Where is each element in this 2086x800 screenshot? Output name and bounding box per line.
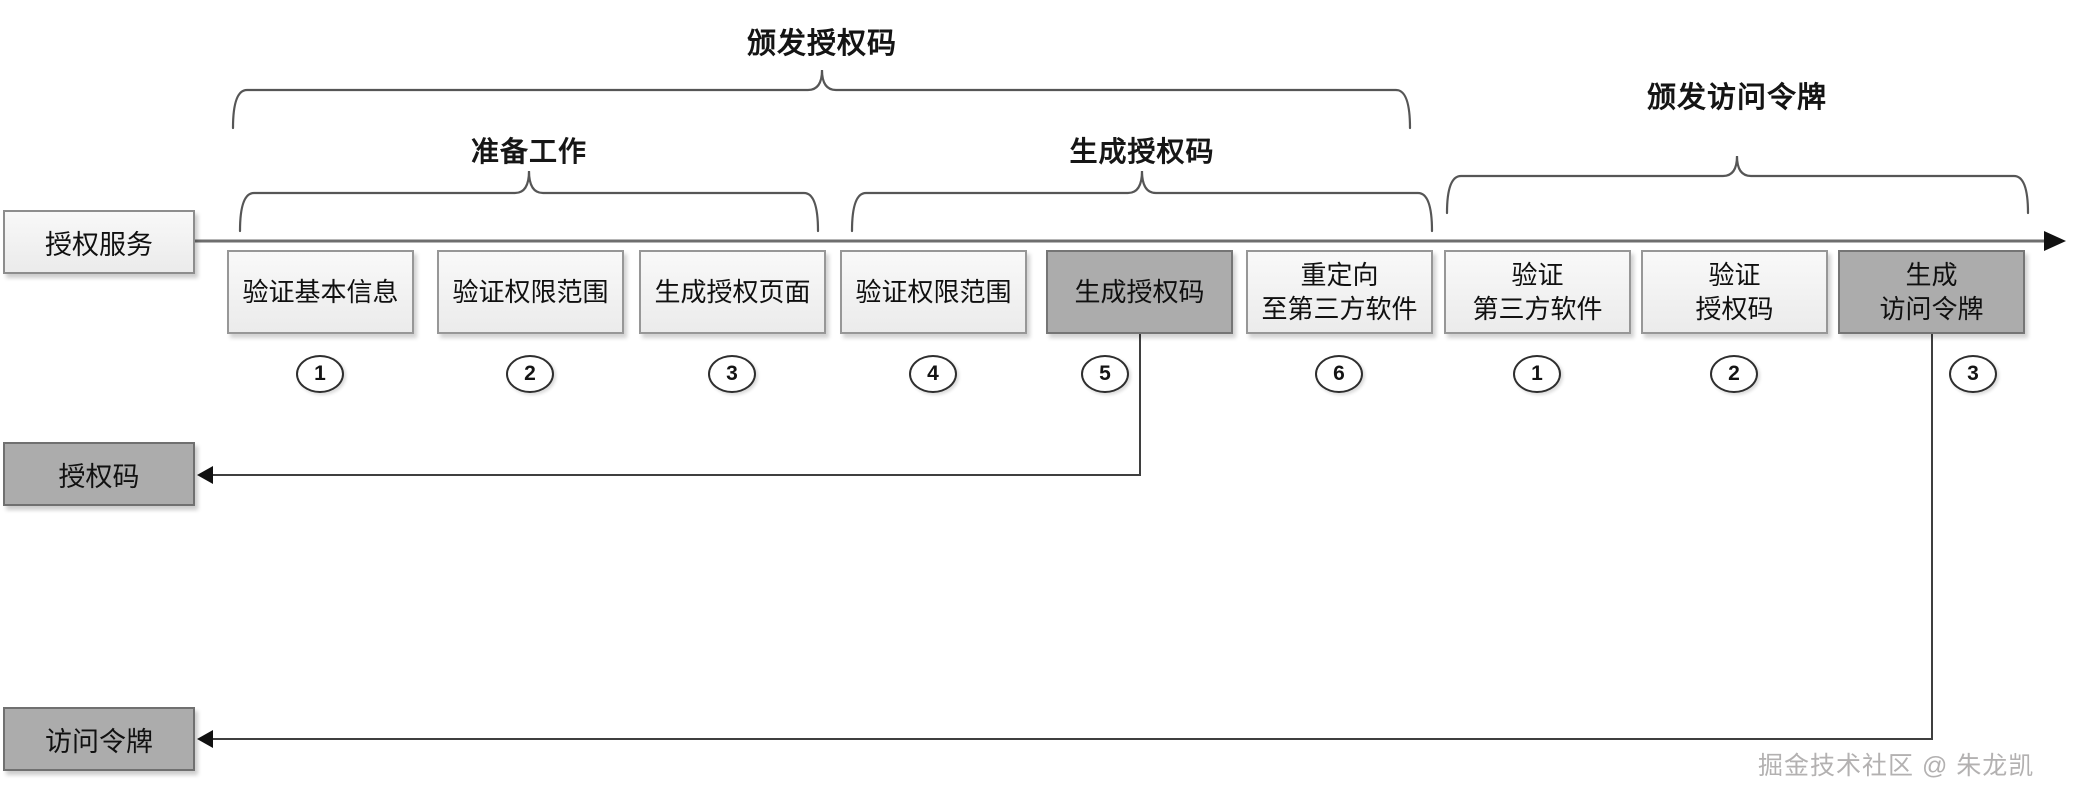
step-generate-auth-page: 生成授权页面 xyxy=(639,250,826,334)
step-verify-basic-info: 验证基本信息 xyxy=(227,250,414,334)
brace-generate-code xyxy=(850,170,1434,233)
lane-access-token-label: 访问令牌 xyxy=(45,726,153,757)
brace-issue-auth-code xyxy=(231,69,1412,130)
access-token-arrowhead-icon xyxy=(197,730,213,748)
step-number-2: 2 xyxy=(506,355,554,393)
title-issue-access-token: 颁发访问令牌 xyxy=(1646,82,1827,114)
step-generate-auth-code: 生成授权码 xyxy=(1046,250,1233,334)
step-number-3: 3 xyxy=(708,355,756,393)
label-preparation: 准备工作 xyxy=(470,136,587,167)
brace-preparation xyxy=(238,170,820,233)
title-issue-auth-code: 颁发授权码 xyxy=(746,28,897,60)
step-number-1: 1 xyxy=(296,355,344,393)
step-verify-permission-scope-2: 验证权限范围 xyxy=(840,250,1027,334)
feedback-line-auth-code xyxy=(213,334,1141,476)
auth-code-arrowhead-icon xyxy=(197,466,213,484)
step-number-7: 1 xyxy=(1513,355,1561,393)
brace-issue-access-token xyxy=(1445,155,2030,215)
step-verify-auth-code: 验证 授权码 xyxy=(1641,250,1828,334)
watermark: 掘金技术社区 @ 朱龙凯 xyxy=(1758,752,2035,780)
step-number-8: 2 xyxy=(1710,355,1758,393)
label-generate-code: 生成授权码 xyxy=(1069,136,1215,167)
step-number-5: 5 xyxy=(1081,355,1129,393)
lane-auth-code: 授权码 xyxy=(3,442,195,506)
lane-auth-code-label: 授权码 xyxy=(58,461,140,492)
timeline-arrowhead-icon xyxy=(2044,231,2066,251)
step-generate-access-token: 生成 访问令牌 xyxy=(1838,250,2025,334)
step-number-6: 6 xyxy=(1315,355,1363,393)
step-verify-permission-scope-1: 验证权限范围 xyxy=(437,250,624,334)
step-number-4: 4 xyxy=(909,355,957,393)
lane-auth-service: 授权服务 xyxy=(3,210,195,274)
feedback-line-access-token xyxy=(213,334,1933,740)
step-number-9: 3 xyxy=(1949,355,1997,393)
lane-auth-service-label: 授权服务 xyxy=(45,229,153,260)
step-verify-third-party: 验证 第三方软件 xyxy=(1444,250,1631,334)
lane-access-token: 访问令牌 xyxy=(3,707,195,771)
step-redirect-to-third-party: 重定向 至第三方软件 xyxy=(1246,250,1433,334)
